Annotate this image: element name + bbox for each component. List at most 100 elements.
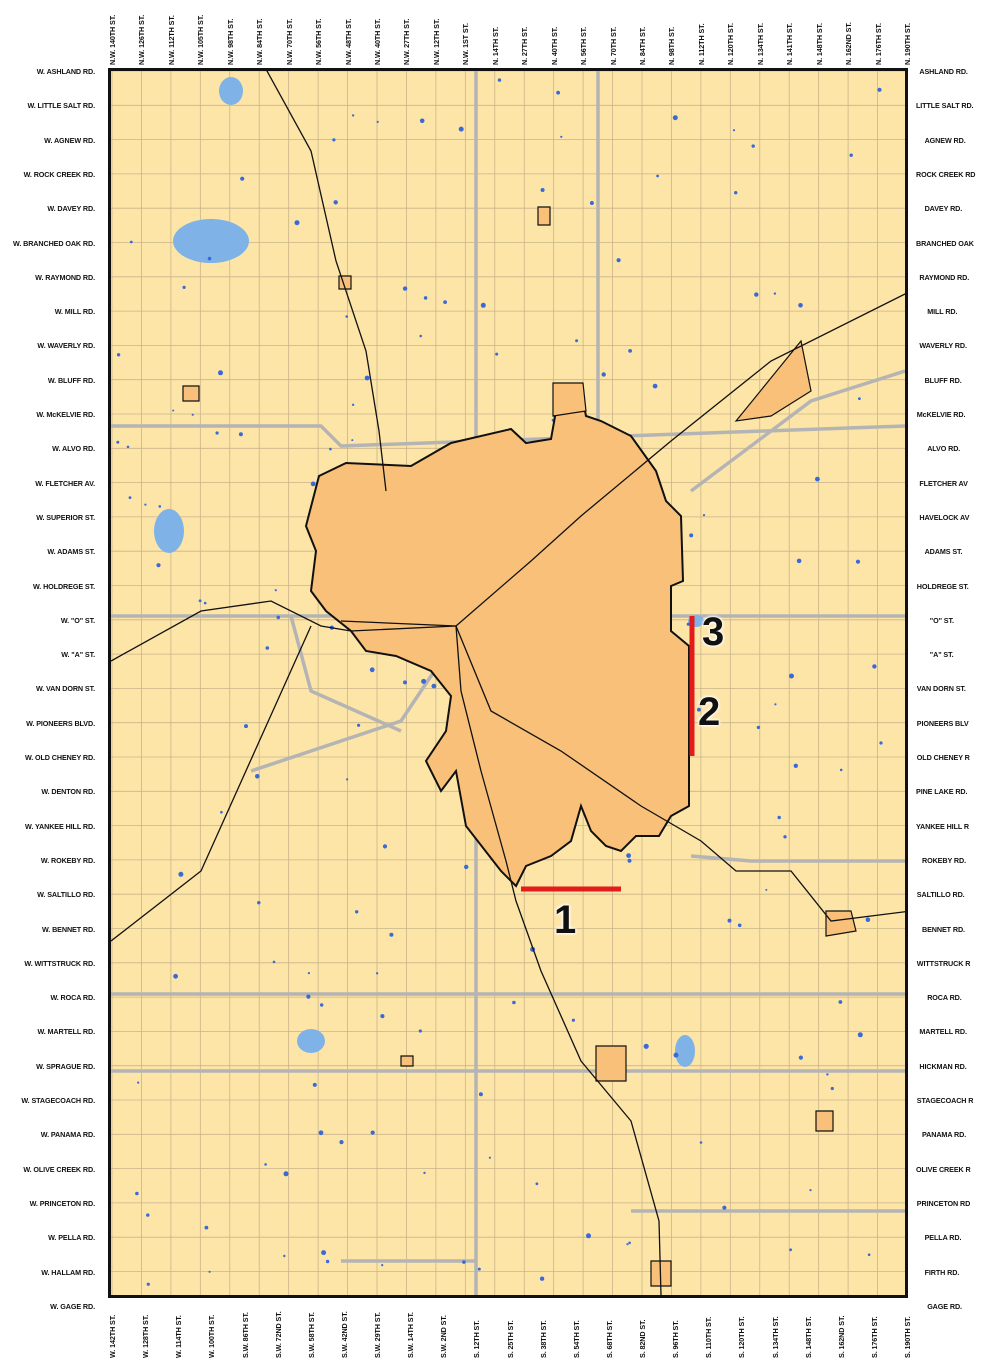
pond [204, 1225, 209, 1230]
railroads [111, 71, 905, 1295]
south-street-label: S. 96TH ST. [671, 1320, 681, 1358]
pond [238, 432, 243, 437]
lincoln-city-limits [304, 384, 690, 888]
east-road-label: SALTILLO RD. [916, 890, 965, 900]
pond [751, 144, 755, 148]
pond [375, 972, 379, 975]
east-road-label: PANAMA RD. [922, 1130, 967, 1140]
town [182, 385, 200, 402]
pond [116, 353, 121, 357]
town [815, 1110, 834, 1132]
pond [215, 431, 219, 435]
north-street-label: N. 162ND ST. [844, 22, 854, 65]
pond [158, 505, 162, 508]
south-street-label: S.W. 86TH ST. [240, 1312, 250, 1358]
east-road-label: ROCA RD. [927, 993, 962, 1003]
pond [512, 1000, 516, 1005]
south-street-label: S. 54TH ST. [571, 1320, 581, 1358]
east-road-label: HAVELOCK AV [919, 512, 970, 522]
pond [402, 286, 408, 291]
west-road-label: W. PIONEERS BLVD. [26, 718, 95, 728]
south-street-label: S. 25TH ST. [505, 1320, 515, 1358]
pond [332, 138, 336, 142]
west-road-label: W. "A" ST. [61, 650, 95, 660]
highway [690, 854, 905, 863]
pond [560, 135, 563, 138]
pond [478, 1092, 483, 1097]
south-street-label: S. 162ND ST. [836, 1315, 846, 1358]
south-street-label: S.W. 42ND ST. [339, 1311, 349, 1358]
pond [702, 514, 706, 517]
pond [272, 960, 276, 964]
south-street-label: S. 120TH ST. [737, 1316, 747, 1358]
pond [789, 1248, 792, 1252]
pond [539, 1276, 545, 1281]
pond [203, 601, 207, 605]
pond [722, 1205, 727, 1210]
railroad [455, 625, 662, 1295]
east-road-label: OLIVE CREEK R [916, 1164, 971, 1174]
railroad [266, 71, 387, 492]
east-road-label: VAN DORN ST. [916, 684, 966, 694]
east-road-label: LITTLE SALT RD. [916, 101, 974, 111]
pond [865, 917, 871, 922]
pond [656, 174, 659, 178]
east-road-label: FLETCHER AV [919, 478, 968, 488]
pond [182, 285, 186, 289]
north-street-label: N. 112TH ST. [696, 23, 706, 65]
pond [369, 667, 375, 673]
east-road-label: HICKMAN RD. [919, 1061, 967, 1071]
north-street-label: N. 120TH ST. [726, 23, 736, 65]
town [400, 1055, 414, 1067]
pond [146, 1213, 150, 1217]
west-road-label: W. AGNEW RD. [44, 135, 95, 145]
pond [826, 1073, 829, 1076]
west-road-label: W. OLIVE CREEK RD. [23, 1164, 95, 1174]
pond [627, 858, 632, 863]
pond [198, 599, 202, 603]
east-road-label: WITTSTRUCK R [916, 958, 971, 968]
north-street-label: N.W. 126TH ST. [137, 14, 147, 65]
pond [276, 615, 281, 620]
pond [575, 339, 579, 343]
north-street-label: N.W. 48TH ST. [343, 18, 353, 65]
pond [556, 90, 560, 95]
east-road-label: FIRTH RD. [924, 1267, 960, 1277]
railroad [111, 625, 312, 942]
west-road-label: W. McKELVIE RD. [36, 410, 95, 419]
lake [297, 1029, 325, 1053]
pond [443, 300, 447, 304]
west-road-label: W. SALTILLO RD. [37, 890, 95, 900]
pond [867, 1253, 871, 1256]
pond [137, 1081, 140, 1084]
pond [872, 664, 877, 669]
pond [346, 778, 349, 781]
west-road-label: W. LITTLE SALT RD. [27, 101, 95, 111]
east-road-label: ROKEBY RD. [922, 855, 966, 865]
project-number-3: 3 [702, 610, 725, 654]
pond [626, 1243, 629, 1246]
pond [616, 258, 621, 263]
west-road-label: W. SPRAGUE RD. [36, 1061, 95, 1071]
west-road-label: W. ROCK CREEK RD. [23, 169, 95, 179]
pond [283, 1171, 289, 1177]
south-street-label: W. 114TH ST. [174, 1315, 184, 1358]
pond [129, 240, 133, 244]
pond [774, 703, 777, 706]
north-street-label: N. 27TH ST. [520, 26, 530, 65]
south-street-label: S.W. 72ND ST. [273, 1311, 283, 1358]
north-street-label: N. 148TH ST. [814, 23, 824, 65]
pond [418, 1029, 422, 1033]
pond [312, 1082, 317, 1087]
east-road-label: ADAMS ST. [924, 547, 963, 557]
pond [628, 349, 632, 353]
town [734, 339, 812, 422]
east-road-label: ROCK CREEK RD [916, 169, 976, 179]
west-road-label: W. ADAMS ST. [47, 547, 95, 557]
east-road-label: ALVO RD. [927, 444, 961, 454]
pond [857, 1032, 863, 1038]
east-road-label: STAGECOACH R [916, 1096, 974, 1105]
pond [601, 372, 606, 377]
south-street-label: S.W. 14TH ST. [406, 1312, 416, 1358]
pond [858, 397, 861, 400]
